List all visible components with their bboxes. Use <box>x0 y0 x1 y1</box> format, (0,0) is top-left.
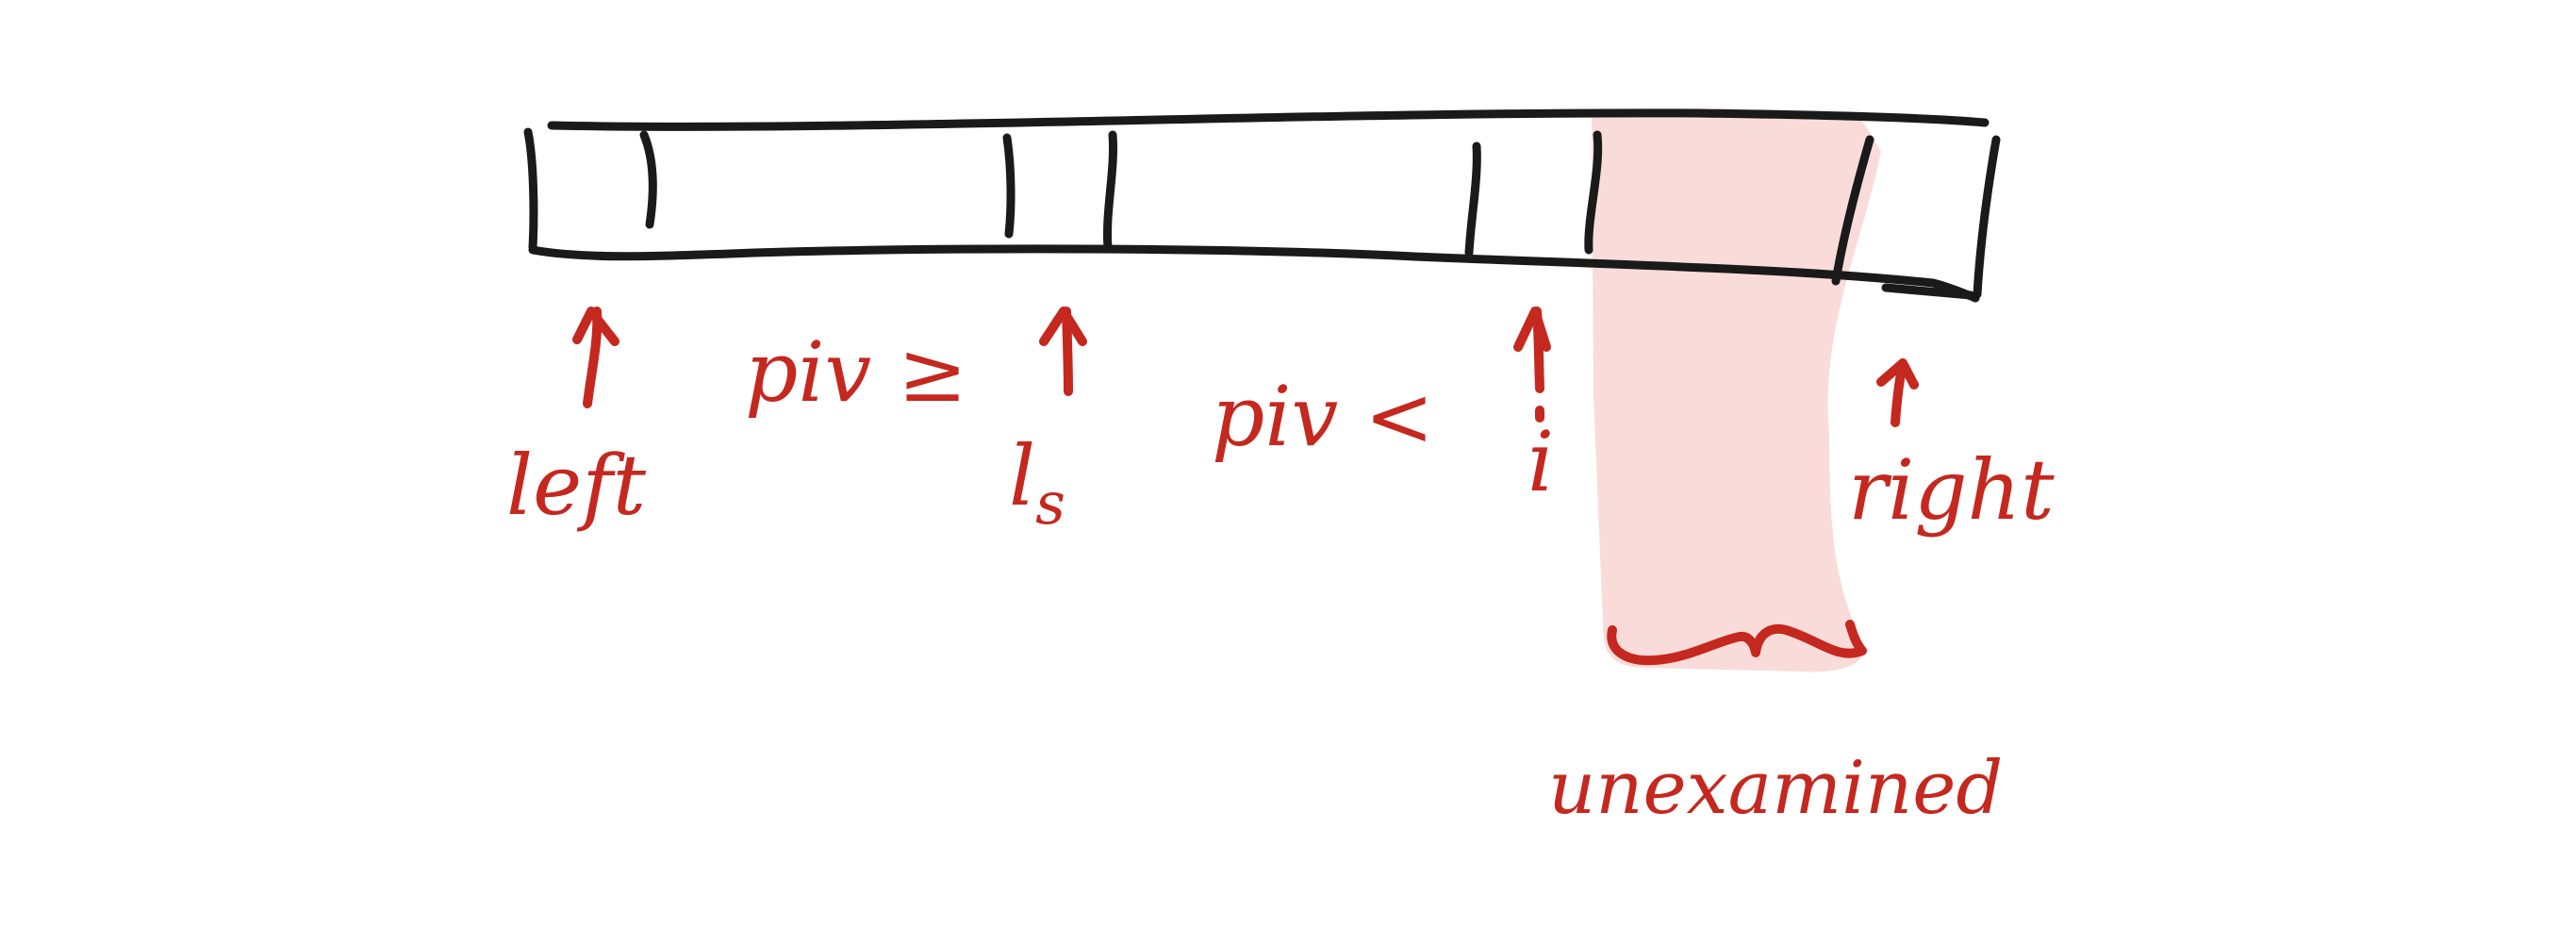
arrow-right <box>1876 358 1919 427</box>
arrow-ls <box>1039 307 1087 396</box>
label-unexamined: unexamined <box>1548 746 2003 831</box>
divider-left-end <box>523 127 538 252</box>
label-ls: ls <box>1009 427 1065 538</box>
unexamined-brace <box>1607 620 1867 666</box>
array-dividers <box>523 127 2001 299</box>
arrow-i <box>1513 307 1551 423</box>
label-i: i <box>1527 413 1554 510</box>
label-right: right <box>1848 441 2055 539</box>
divider-ls <box>1002 133 1016 239</box>
divider-1 <box>639 130 657 229</box>
array-outline <box>528 108 1990 303</box>
divider-right-end <box>1973 135 2001 299</box>
divider-ls-next <box>1103 130 1117 252</box>
label-piv-ge: piv ≥ <box>745 323 967 421</box>
divider-i <box>1464 141 1481 257</box>
divider-right <box>1831 135 1874 286</box>
label-left: left <box>506 437 647 534</box>
divider-unexamined-start <box>1584 130 1603 255</box>
label-piv-lt: piv < <box>1212 368 1434 465</box>
arrow-left <box>572 307 619 408</box>
unexamined-region-highlight <box>1592 108 1881 672</box>
